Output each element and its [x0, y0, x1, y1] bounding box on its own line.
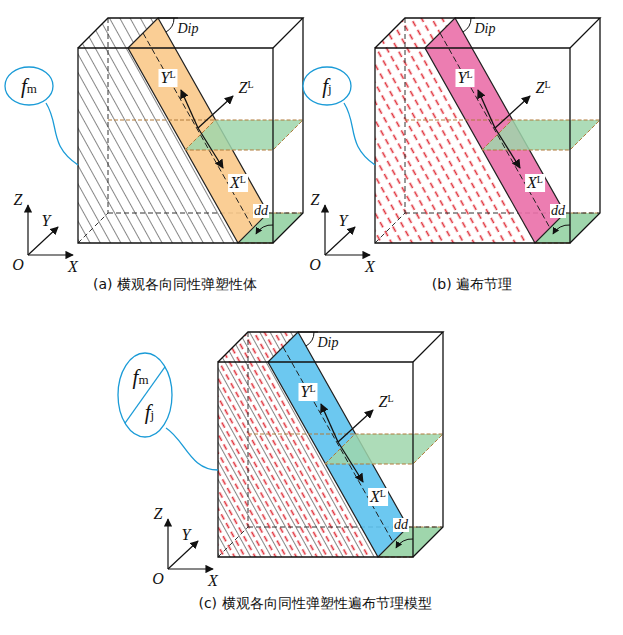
cube-side: [570, 18, 600, 243]
global-axis-label: Z: [14, 192, 23, 208]
local-axis: [181, 90, 198, 128]
angle-label: dd: [393, 518, 409, 532]
leader-line: [344, 103, 375, 165]
callout-ellipse: fm fj: [117, 352, 173, 438]
angle-label: Dip: [474, 22, 497, 36]
cube-front: [78, 48, 273, 243]
hidden-level-line: [248, 434, 355, 435]
material-symbol: fm: [133, 367, 149, 388]
leader-line: [166, 428, 218, 470]
dip-arc: [166, 18, 174, 32]
global-axis: [167, 519, 168, 569]
global-axis-label: Z: [154, 506, 163, 522]
global-axis: [27, 205, 28, 255]
ellipse-outline: [117, 352, 173, 438]
global-axis: [28, 254, 73, 255]
global-axis: [325, 227, 355, 255]
hidden-level-line: [108, 120, 215, 121]
dip-reference: [455, 18, 475, 19]
local-axis-label: ZL: [236, 79, 255, 97]
global-axis: [28, 227, 58, 255]
global-axes: [325, 205, 370, 255]
hidden-level-line: [405, 120, 512, 121]
sub-caption: (b) 遍布节理: [432, 277, 512, 291]
cube-front: [375, 48, 570, 243]
dip-reference: [298, 332, 318, 333]
dip-arc: [306, 332, 314, 346]
local-axis: [495, 128, 520, 168]
local-axis: [321, 404, 338, 442]
local-axis-label: XL: [228, 174, 248, 192]
cube-side: [413, 332, 443, 557]
global-axis: [324, 205, 325, 255]
cube-model: [78, 18, 303, 243]
cube-top: [218, 332, 443, 362]
dip-line: [143, 33, 253, 228]
global-axis: [325, 254, 370, 255]
origin-label: O: [152, 571, 164, 587]
dd-arc: [396, 539, 413, 548]
material-symbol: fm: [21, 76, 37, 97]
cube-side: [273, 18, 303, 243]
angle-label: dd: [550, 204, 566, 218]
global-axis: [168, 541, 198, 569]
local-axis: [338, 410, 373, 442]
hidden-edge: [248, 527, 443, 528]
global-axis-label: Z: [311, 192, 320, 208]
local-axis: [478, 90, 495, 128]
hidden-edge: [405, 18, 406, 213]
local-axis: [338, 442, 363, 482]
local-axis-label: XL: [368, 488, 388, 506]
local-axis: [198, 96, 233, 128]
hidden-edge: [78, 213, 108, 243]
callout-ellipse: fm: [4, 66, 54, 106]
local-axis-label: ZL: [376, 393, 395, 411]
hidden-edge: [248, 332, 249, 527]
dip-line: [440, 33, 550, 228]
local-axis: [495, 96, 530, 128]
cube-top: [78, 18, 303, 48]
angle-label: dd: [253, 204, 269, 218]
sub-caption: (c) 横观各向同性弹塑性遍布节理模型: [198, 596, 431, 610]
hidden-edge: [108, 18, 109, 213]
cube-model: [375, 18, 600, 243]
angle-label: Dip: [177, 22, 200, 36]
local-axis-label: YL: [158, 69, 177, 87]
origin-label: O: [12, 257, 24, 273]
global-axis-label: X: [68, 259, 78, 275]
callout-ellipse: fj: [302, 66, 352, 106]
global-axes: [168, 519, 213, 569]
local-axis-label: ZL: [533, 79, 552, 97]
material-symbol: fj: [322, 76, 331, 97]
hidden-edge: [108, 213, 303, 214]
cube-model: [218, 332, 443, 557]
dd-arc: [553, 225, 570, 234]
hidden-edge: [218, 527, 248, 557]
hidden-edge: [405, 213, 600, 214]
angle-label: Dip: [317, 336, 340, 350]
sub-caption: (a) 横观各向同性弹塑性体: [93, 277, 257, 291]
dd-arc: [256, 225, 273, 234]
dip-reference: [158, 18, 178, 19]
cube-front: [218, 362, 413, 557]
local-axis-label: YL: [298, 383, 317, 401]
material-symbol: fj: [145, 402, 154, 423]
origin-label: O: [309, 257, 321, 273]
leader-line: [46, 103, 78, 165]
global-axis-label: X: [208, 573, 218, 589]
global-axis: [168, 568, 213, 569]
global-axes: [28, 205, 73, 255]
global-axis-label: X: [365, 259, 375, 275]
dip-arc: [463, 18, 471, 32]
local-axis-label: XL: [525, 174, 545, 192]
global-axis-label: Y: [42, 213, 51, 229]
dip-line: [283, 347, 393, 542]
global-axis-label: Y: [182, 527, 191, 543]
local-axis: [198, 128, 223, 168]
global-axis-label: Y: [339, 213, 348, 229]
cube-top: [375, 18, 600, 48]
hidden-edge: [375, 213, 405, 243]
local-axis-label: YL: [455, 69, 474, 87]
